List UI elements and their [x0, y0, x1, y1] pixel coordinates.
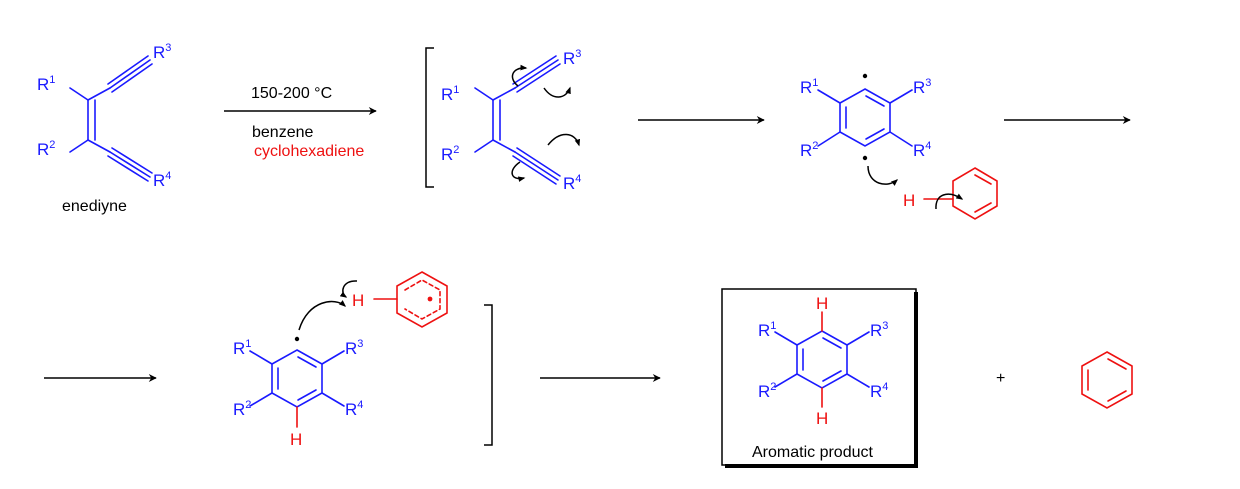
hydrogen-label-donor: H [903, 191, 915, 210]
r1-label-product: R1 [758, 320, 776, 340]
r3-label-radical: R3 [345, 338, 363, 358]
h-abstraction-arrow-1 [867, 165, 899, 186]
hydrogen-donor-condition: cyclohexadiene [254, 143, 364, 160]
aryl-radical [249, 336, 345, 428]
electron-arrow-1 [511, 64, 528, 87]
electron-arrow-3 [547, 133, 581, 147]
r4-label-diradical: R4 [913, 140, 931, 160]
right-bracket-bottom [484, 304, 493, 446]
product-box [721, 288, 917, 466]
hydrogen-label-product-top: H [816, 294, 828, 313]
enediyne-structure [69, 55, 153, 182]
h-abstraction-arrow-4 [339, 280, 358, 298]
benzene-byproduct [1081, 351, 1133, 409]
hydrogen-label-radical: H [290, 430, 302, 449]
r3-label: R3 [153, 42, 171, 62]
r2-label-radical: R2 [233, 399, 251, 419]
r2-label-diradical: R2 [800, 140, 818, 160]
h-abstraction-arrow-2 [935, 193, 964, 210]
solvent-condition: benzene [252, 124, 313, 141]
r4-label: R4 [153, 170, 171, 190]
aromatic-product [774, 311, 870, 408]
r2-label-product: R2 [758, 381, 776, 401]
r1-label: R1 [37, 74, 55, 94]
r4-label-radical: R4 [345, 399, 363, 419]
temperature-condition: 150-200 °C [251, 85, 332, 102]
r1-label-ts: R1 [441, 84, 459, 104]
enediyne-cycloaromatization-state [474, 55, 561, 185]
r2-label-ts: R2 [441, 144, 459, 164]
h-abstraction-arrow-3 [298, 300, 347, 331]
electron-arrow-4 [511, 161, 526, 182]
hydrogen-label-cyclohexadienyl: H [352, 291, 364, 310]
r4-label-ts: R4 [563, 173, 581, 193]
product-caption: Aromatic product [752, 444, 873, 461]
p-benzyne-diradical [817, 73, 913, 161]
r2-label: R2 [37, 139, 55, 159]
electron-arrow-2 [543, 86, 571, 98]
left-bracket-top [425, 47, 434, 188]
r1-label-radical: R1 [233, 338, 251, 358]
hydrogen-label-product-bottom: H [816, 409, 828, 428]
r1-label-diradical: R1 [800, 77, 818, 97]
r4-label-product: R4 [870, 381, 888, 401]
cyclohexadiene-ring [923, 167, 998, 220]
r3-label-ts: R3 [563, 48, 581, 68]
plus-sign: + [996, 370, 1005, 387]
r3-label-diradical: R3 [913, 77, 931, 97]
cyclohexadienyl-radical [373, 271, 448, 328]
enediyne-caption: enediyne [62, 198, 127, 215]
r3-label-product: R3 [870, 320, 888, 340]
